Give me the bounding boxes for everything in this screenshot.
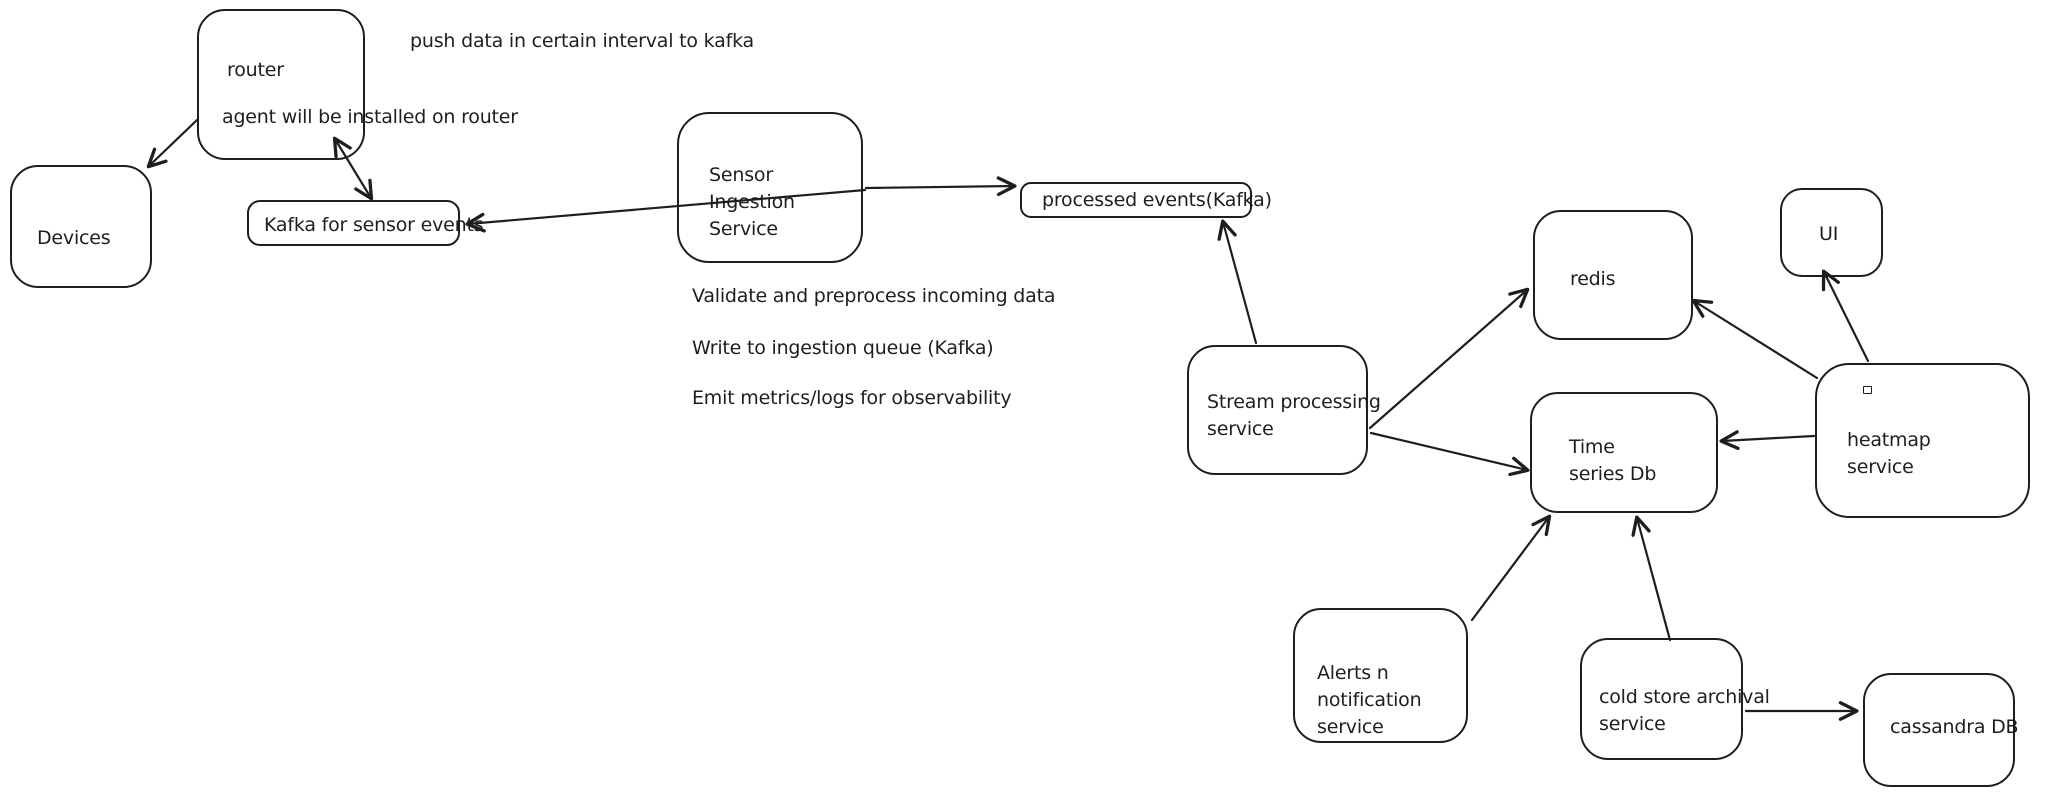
arrow-stream-processing-to-redis[interactable] <box>1368 287 1530 430</box>
arrow-sensor-ingestion-to-kafka[interactable] <box>465 188 867 233</box>
node-cold-store-archival-service-label: cold store archival service <box>1599 686 1770 735</box>
node-time-series-db-label: Time series Db <box>1569 436 1657 485</box>
node-kafka-sensor-events[interactable]: Kafka for sensor events <box>247 200 484 246</box>
node-cold-store-archival-service[interactable]: cold store archival service <box>1580 638 1770 760</box>
node-cassandra-db-label: cassandra DB <box>1890 716 2019 738</box>
node-ui-label: UI <box>1819 223 1839 245</box>
arrow-heatmap-to-ui[interactable] <box>1821 269 1870 363</box>
node-ui[interactable]: UI <box>1780 188 1883 277</box>
arrow-stream-processing-to-time-series-db[interactable] <box>1369 431 1530 477</box>
arrow-router-to-devices[interactable] <box>146 118 199 169</box>
annotation-validate-preprocess[interactable]: Validate and preprocess incoming data <box>692 285 1056 307</box>
node-alerts-notification-service-label: Alerts n notification service <box>1317 662 1422 738</box>
node-sensor-ingestion-service-label: Sensor Ingestion Service <box>709 164 795 240</box>
node-sensor-ingestion-service[interactable]: Sensor Ingestion Service <box>677 112 863 263</box>
node-router-label: router <box>227 59 284 81</box>
node-stream-processing-service-label: Stream processing service <box>1207 391 1381 440</box>
node-router[interactable]: router <box>197 9 365 160</box>
node-alerts-notification-service[interactable]: Alerts n notification service <box>1293 608 1468 743</box>
node-devices[interactable]: Devices <box>10 165 152 288</box>
annotation-write-ingestion-queue[interactable]: Write to ingestion queue (Kafka) <box>692 337 994 359</box>
annotation-agent-installed[interactable]: agent will be installed on router <box>222 106 518 128</box>
node-kafka-sensor-events-label: Kafka for sensor events <box>264 214 484 236</box>
arrow-heatmap-to-time-series-db[interactable] <box>1719 430 1816 451</box>
arrow-heatmap-to-redis[interactable] <box>1691 298 1819 380</box>
node-devices-label: Devices <box>37 227 111 249</box>
arrow-cold-store-to-time-series-db[interactable] <box>1631 515 1672 642</box>
annotation-push-data[interactable]: push data in certain interval to kafka <box>410 30 754 52</box>
node-heatmap-service-label: heatmap service <box>1847 429 1931 478</box>
node-cassandra-db[interactable]: cassandra DB <box>1863 673 2019 787</box>
arrow-stream-processing-to-processed-events[interactable] <box>1217 219 1258 345</box>
arrow-sensor-ingestion-to-processed-events[interactable] <box>864 176 1017 197</box>
node-processed-events-kafka[interactable]: processed events(Kafka) <box>1020 182 1272 218</box>
tiny-square-shape <box>1863 386 1872 394</box>
node-processed-events-kafka-label: processed events(Kafka) <box>1042 189 1272 211</box>
node-heatmap-service[interactable]: heatmap service <box>1815 363 2030 518</box>
annotation-emit-metrics-logs[interactable]: Emit metrics/logs for observability <box>692 387 1012 409</box>
node-redis-label: redis <box>1570 268 1616 290</box>
node-time-series-db[interactable]: Time series Db <box>1530 392 1718 513</box>
node-stream-processing-service[interactable]: Stream processing service <box>1187 345 1381 475</box>
node-redis[interactable]: redis <box>1533 210 1693 340</box>
arrow-alerts-to-time-series-db[interactable] <box>1470 514 1552 622</box>
